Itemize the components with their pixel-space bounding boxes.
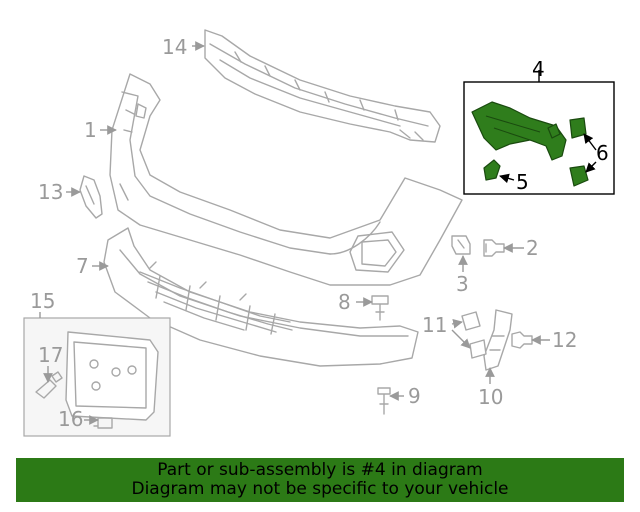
leader-lines [39, 41, 597, 425]
part-2-fastener [483, 239, 505, 257]
callout-6: 6 [596, 141, 609, 165]
callout-16: 16 [58, 407, 83, 431]
part-14-energy-absorber [204, 29, 441, 143]
callout-11: 11 [422, 313, 447, 337]
info-banner: Part or sub-assembly is #4 in diagram Di… [16, 458, 624, 502]
part-13-cap [79, 175, 103, 219]
callout-17: 17 [38, 343, 63, 367]
callout-4: 4 [532, 57, 545, 81]
callout-12: 12 [552, 328, 577, 352]
part-11-clips [461, 311, 487, 359]
callout-1: 1 [84, 118, 97, 142]
part-1-upper-fascia [109, 73, 463, 286]
part-9-screw [377, 387, 391, 415]
callout-7: 7 [76, 254, 89, 278]
callout-3: 3 [456, 272, 469, 296]
part-4-bracket-assembly [463, 70, 615, 195]
part-15-license-bracket-group [23, 317, 171, 437]
callout-14: 14 [162, 35, 187, 59]
part-10-side-bracket [483, 309, 513, 371]
callout-9: 9 [408, 384, 421, 408]
part-8-screw [371, 295, 389, 321]
callout-13: 13 [38, 180, 63, 204]
banner-line-2: Diagram may not be specific to your vehi… [131, 479, 509, 499]
callout-2: 2 [526, 236, 539, 260]
part-12-fastener [511, 331, 533, 349]
callout-8: 8 [338, 290, 351, 314]
banner-line-1: Part or sub-assembly is #4 in diagram [157, 460, 483, 480]
callout-15: 15 [30, 289, 55, 313]
part-3-clip [451, 235, 471, 255]
callout-10: 10 [478, 385, 503, 409]
parts-diagram: 14 1 13 7 15 17 16 8 9 2 3 11 12 10 4 5 … [23, 29, 615, 437]
callout-5: 5 [516, 170, 529, 194]
